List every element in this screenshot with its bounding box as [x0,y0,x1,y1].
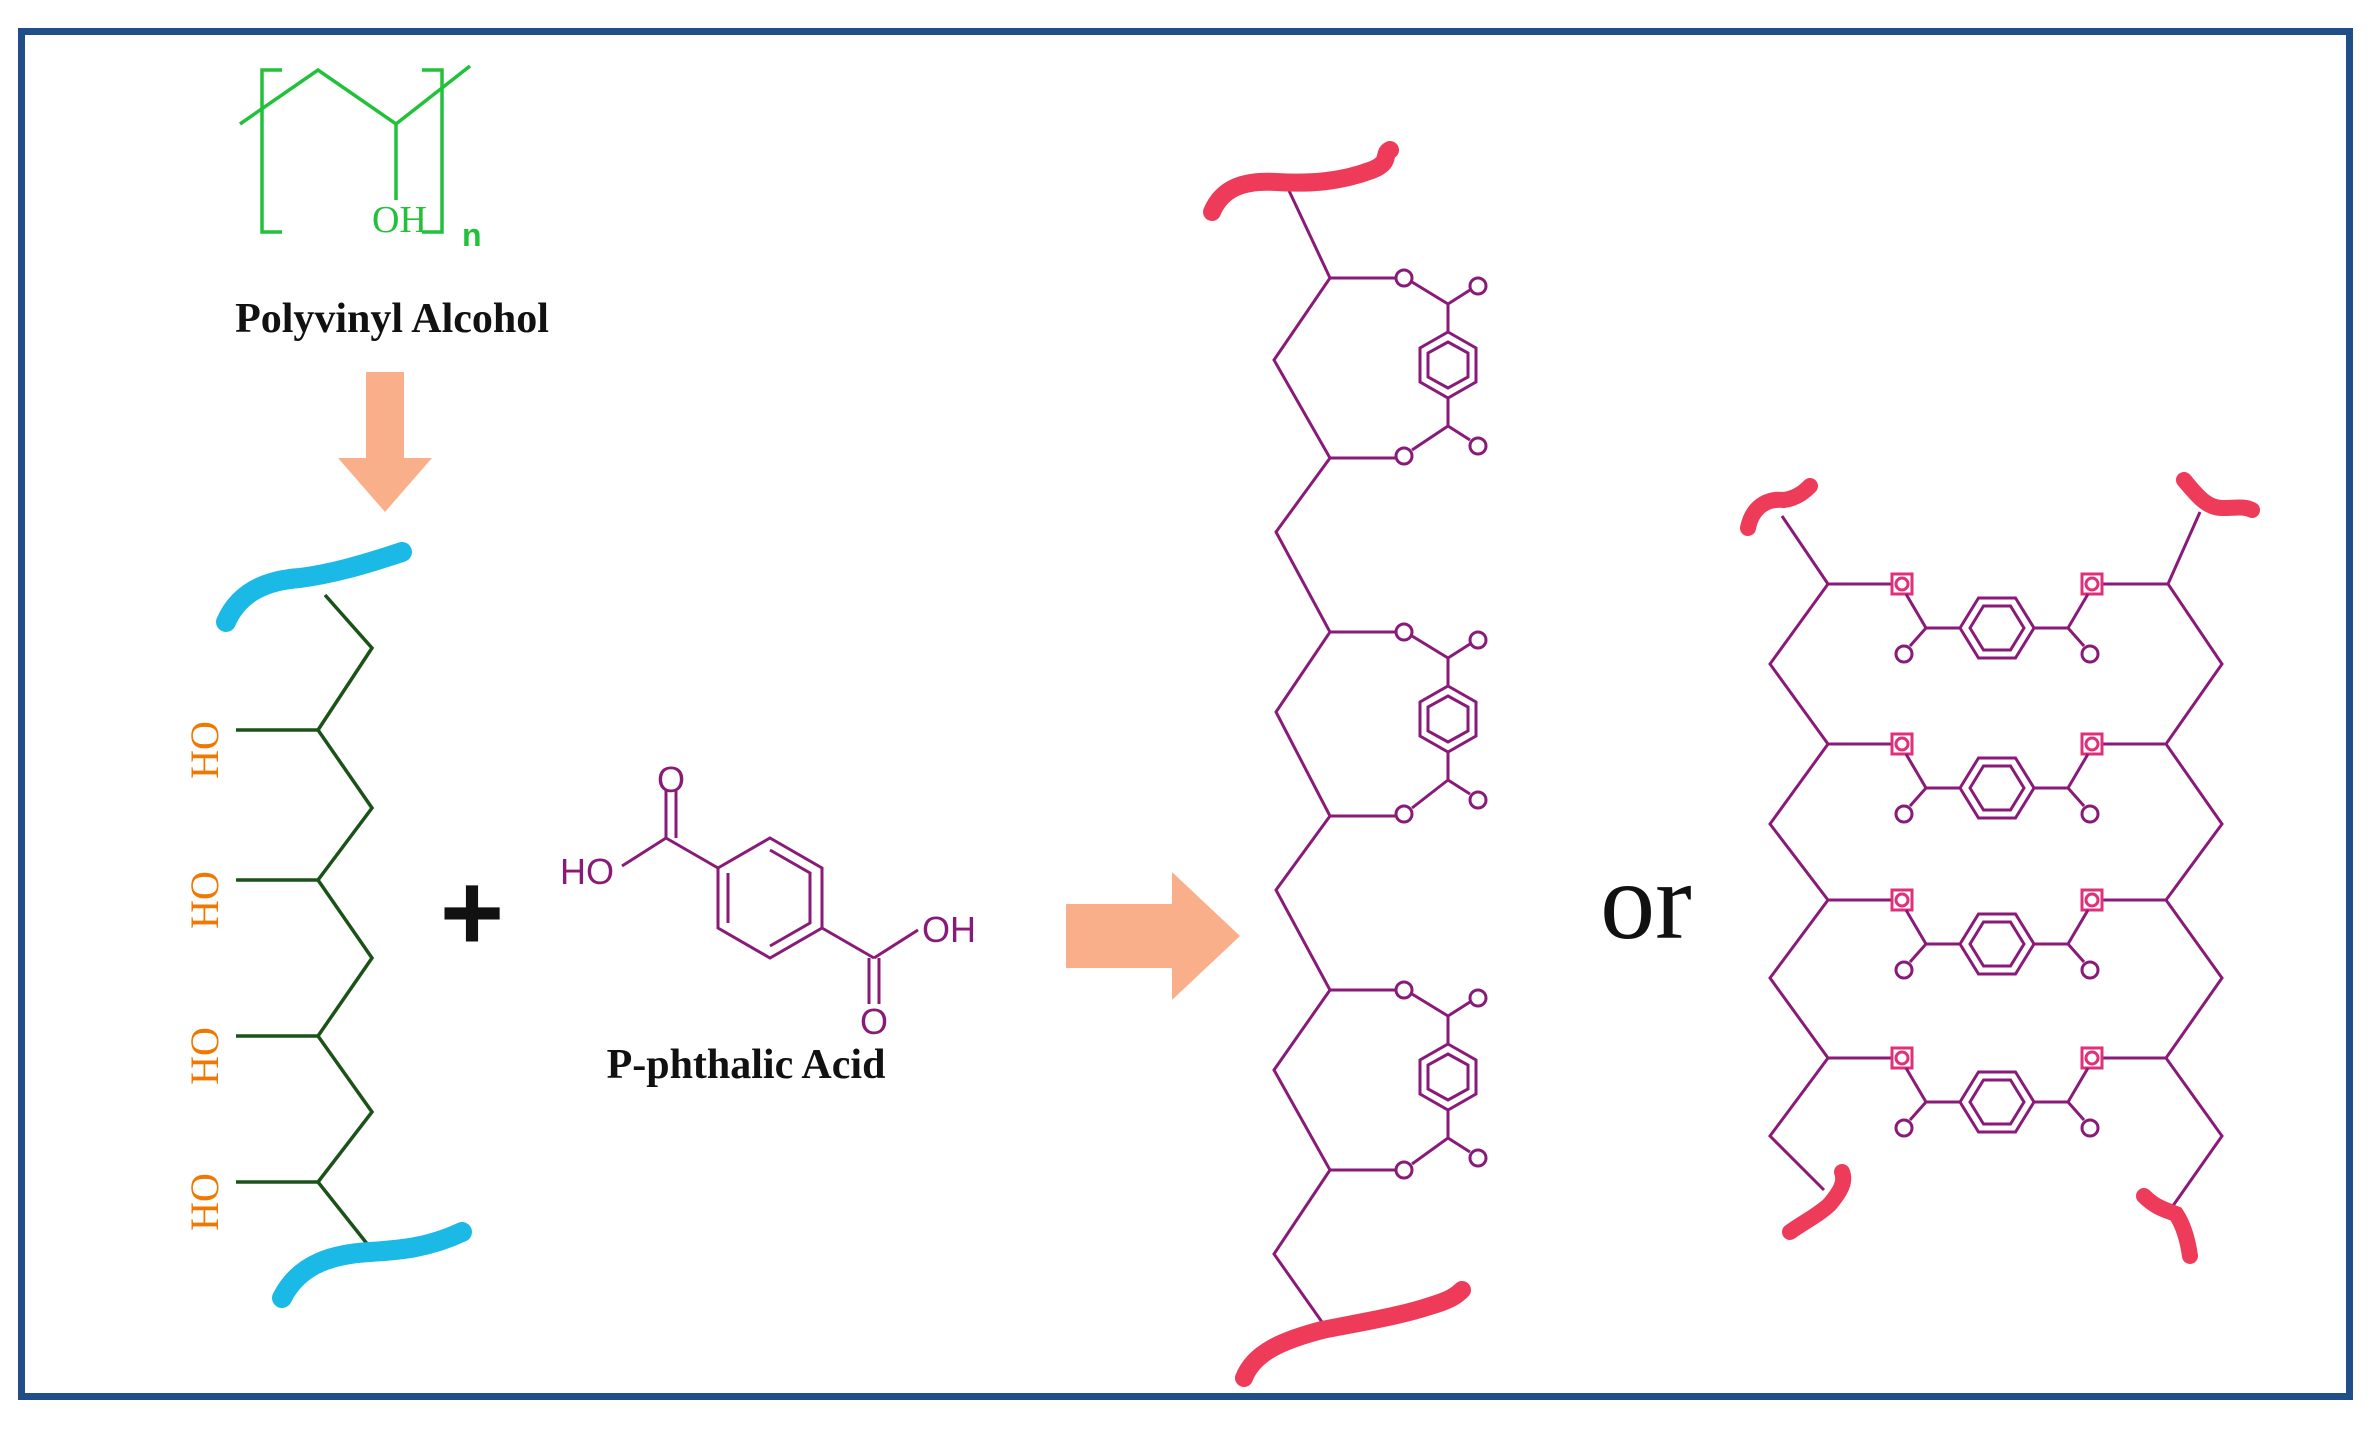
carbonyl-oxygen [2080,644,2100,664]
carbonyl-oxygen [1894,960,1914,980]
product2-chain-end-top-right [2176,472,2260,518]
carbonyl-oxygen [2080,804,2100,824]
acid-carbonyl-o-top: O [657,759,685,800]
svg-text:HO: HO [182,871,227,929]
ester-oxygen [1890,1046,1914,1070]
product1-chain-end-bottom [1235,1281,1471,1387]
chain-end-top [216,542,412,632]
svg-text:HO: HO [182,1173,227,1231]
plus-sign: + [440,851,504,974]
diagram-frame [18,28,2353,1400]
product2-chain-end-top-left [1740,478,1818,536]
ester-oxygen [1890,572,1914,596]
carbonyl-oxygen [2080,1118,2100,1138]
pva-hydroxyl-label: OH [372,199,427,241]
crosslink-unit [1828,732,2168,824]
svg-text:HO: HO [182,1027,227,1085]
carbonyl-oxygen [1894,644,1914,664]
pva-chain-backbone [236,593,375,1252]
product2-chain-end-bottom-left [1782,1164,1852,1240]
ladder-crosslinks [1828,572,2168,1138]
acid-hydroxyl-left: HO [560,851,614,892]
chain-end-bottom [272,1222,472,1308]
ester-oxygen [1890,732,1914,756]
acid-hydroxyl-right: OH [922,909,976,950]
product-crosslinked-ladder [1768,511,2224,1211]
right-arrow [1066,872,1240,1000]
ester-oxygen [2080,888,2104,912]
crosslink-unit [1828,572,2168,664]
benzene-ring [1958,1070,2036,1134]
benzene-ring [1958,756,2036,820]
ester-oxygen [2080,732,2104,756]
acid-carbonyl-o-bottom: O [860,1001,888,1042]
acid-title: P-phthalic Acid [607,1042,886,1088]
carbonyl-oxygen [2080,960,2100,980]
down-arrow [338,372,432,512]
p-phthalic-acid-structure [621,790,919,1004]
benzene-ring [1958,912,2036,976]
product2-chain-end-bottom-right [2136,1188,2198,1264]
carbonyl-oxygen [1894,804,1914,824]
carbonyl-oxygen [1894,1118,1914,1138]
crosslink-unit [1828,1046,2168,1138]
pva-repeat-subscript: n [462,217,482,253]
pva-chain-hydroxyls: HO HO HO HO [182,721,227,1231]
crosslink-unit [1828,888,2168,980]
product1-chain-end-top [1203,141,1399,221]
benzene-ring [1958,596,2036,660]
ester-oxygen [2080,572,2104,596]
pva-title: Polyvinyl Alcohol [235,296,549,342]
or-label: or [1600,840,1692,962]
ester-oxygen [1890,888,1914,912]
product-intrachain-ester [1272,179,1488,1323]
svg-text:HO: HO [182,721,227,779]
ester-oxygen [2080,1046,2104,1070]
pva-monomer-structure [239,64,472,234]
